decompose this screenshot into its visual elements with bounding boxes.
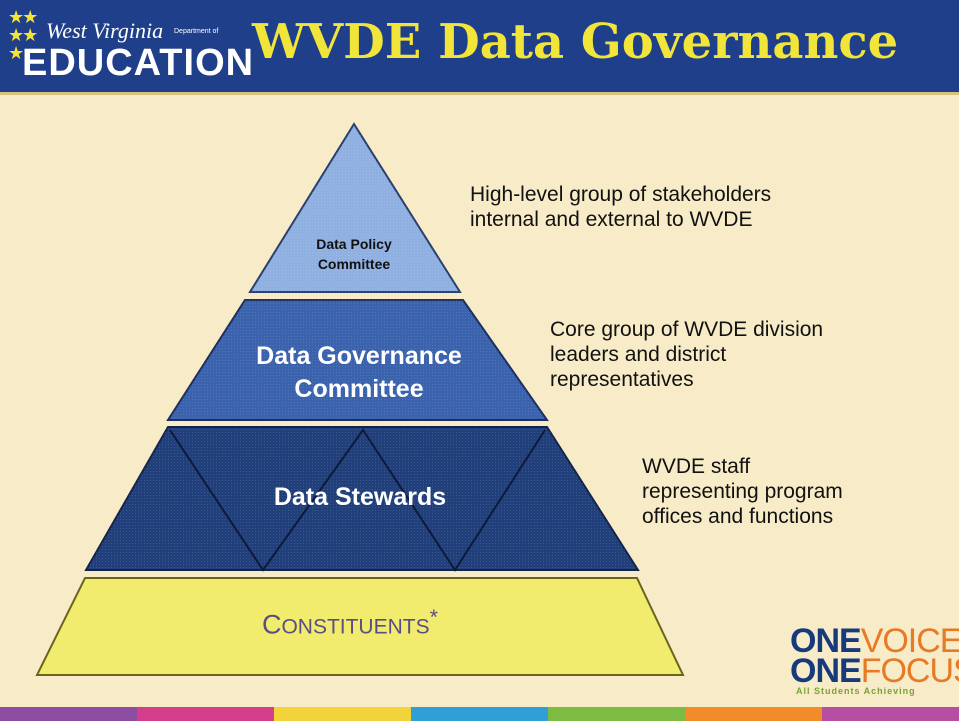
- logo-dept-text: Department of: [174, 28, 219, 35]
- constituents-cap: C: [261, 609, 282, 640]
- desc-data-governance-line3: representatives: [550, 368, 694, 391]
- wv-education-logo: ★★★★★ West Virginia Department of EDUCAT…: [6, 6, 253, 86]
- logo-line1: ONEVOICE: [790, 624, 959, 658]
- label-data-governance-line2: Committee: [294, 375, 424, 403]
- label-data-governance: Data Governance Committee: [214, 340, 504, 406]
- bottom-bar-segment: [0, 707, 137, 721]
- logo-focus: FOCUS: [860, 652, 959, 690]
- logo-one-1: ONE: [790, 622, 862, 660]
- label-data-governance-line1: Data Governance: [256, 342, 462, 370]
- desc-data-policy: High-level group of stakeholders interna…: [470, 182, 771, 232]
- constituents-asterisk: *: [429, 604, 439, 629]
- bottom-bar-segment: [411, 707, 548, 721]
- logo-bottom-text: EDUCATION: [22, 42, 255, 84]
- tier-constituents: [35, 577, 685, 676]
- desc-data-policy-line2: internal and external to WVDE: [470, 208, 753, 231]
- steward-zigzag-lines: [169, 428, 546, 572]
- logo-voice: VOICE: [860, 622, 959, 660]
- bottom-bar-segment: [274, 707, 411, 721]
- logo-line2: ONEFOCUS: [790, 654, 959, 688]
- desc-data-governance-line1: Core group of WVDE division: [550, 318, 824, 341]
- desc-data-governance: Core group of WVDE division leaders and …: [550, 317, 823, 392]
- bottom-bar-segment: [548, 707, 685, 721]
- stars-icon: ★★★★★: [8, 7, 38, 63]
- label-data-stewards-line1: Data Stewards: [273, 483, 447, 511]
- label-data-stewards: Data Stewards: [220, 482, 500, 512]
- label-constituents: CONSTITUENTS*: [150, 604, 550, 641]
- logo-one-2: ONE: [790, 652, 862, 690]
- label-data-policy: Data Policy Committee: [284, 234, 424, 274]
- desc-data-stewards-line2: representing program: [642, 480, 843, 503]
- desc-data-stewards-line3: offices and functions: [642, 505, 834, 528]
- bottom-bar-segment: [822, 707, 959, 721]
- desc-data-stewards: WVDE staff representing program offices …: [642, 454, 843, 529]
- bottom-color-bar: [0, 707, 959, 721]
- desc-data-policy-line1: High-level group of stakeholders: [470, 183, 772, 206]
- header-bar: ★★★★★ West Virginia Department of EDUCAT…: [0, 0, 959, 95]
- bottom-bar-segment: [137, 707, 274, 721]
- label-data-policy-line2: Committee: [317, 256, 391, 272]
- desc-data-governance-line2: leaders and district: [550, 343, 727, 366]
- one-voice-one-focus-logo: ONEVOICE ONEFOCUS All Students Achieving: [784, 624, 959, 696]
- logo-top-text: West Virginia: [46, 18, 164, 43]
- label-data-policy-line1: Data Policy: [316, 236, 392, 252]
- desc-data-stewards-line1: WVDE staff: [642, 455, 751, 478]
- bottom-bar-segment: [685, 707, 822, 721]
- logo-tagline: All Students Achieving: [796, 686, 916, 696]
- constituents-rest: ONSTITUENTS: [281, 615, 430, 639]
- slide-title: WVDE Data Governance: [252, 14, 899, 70]
